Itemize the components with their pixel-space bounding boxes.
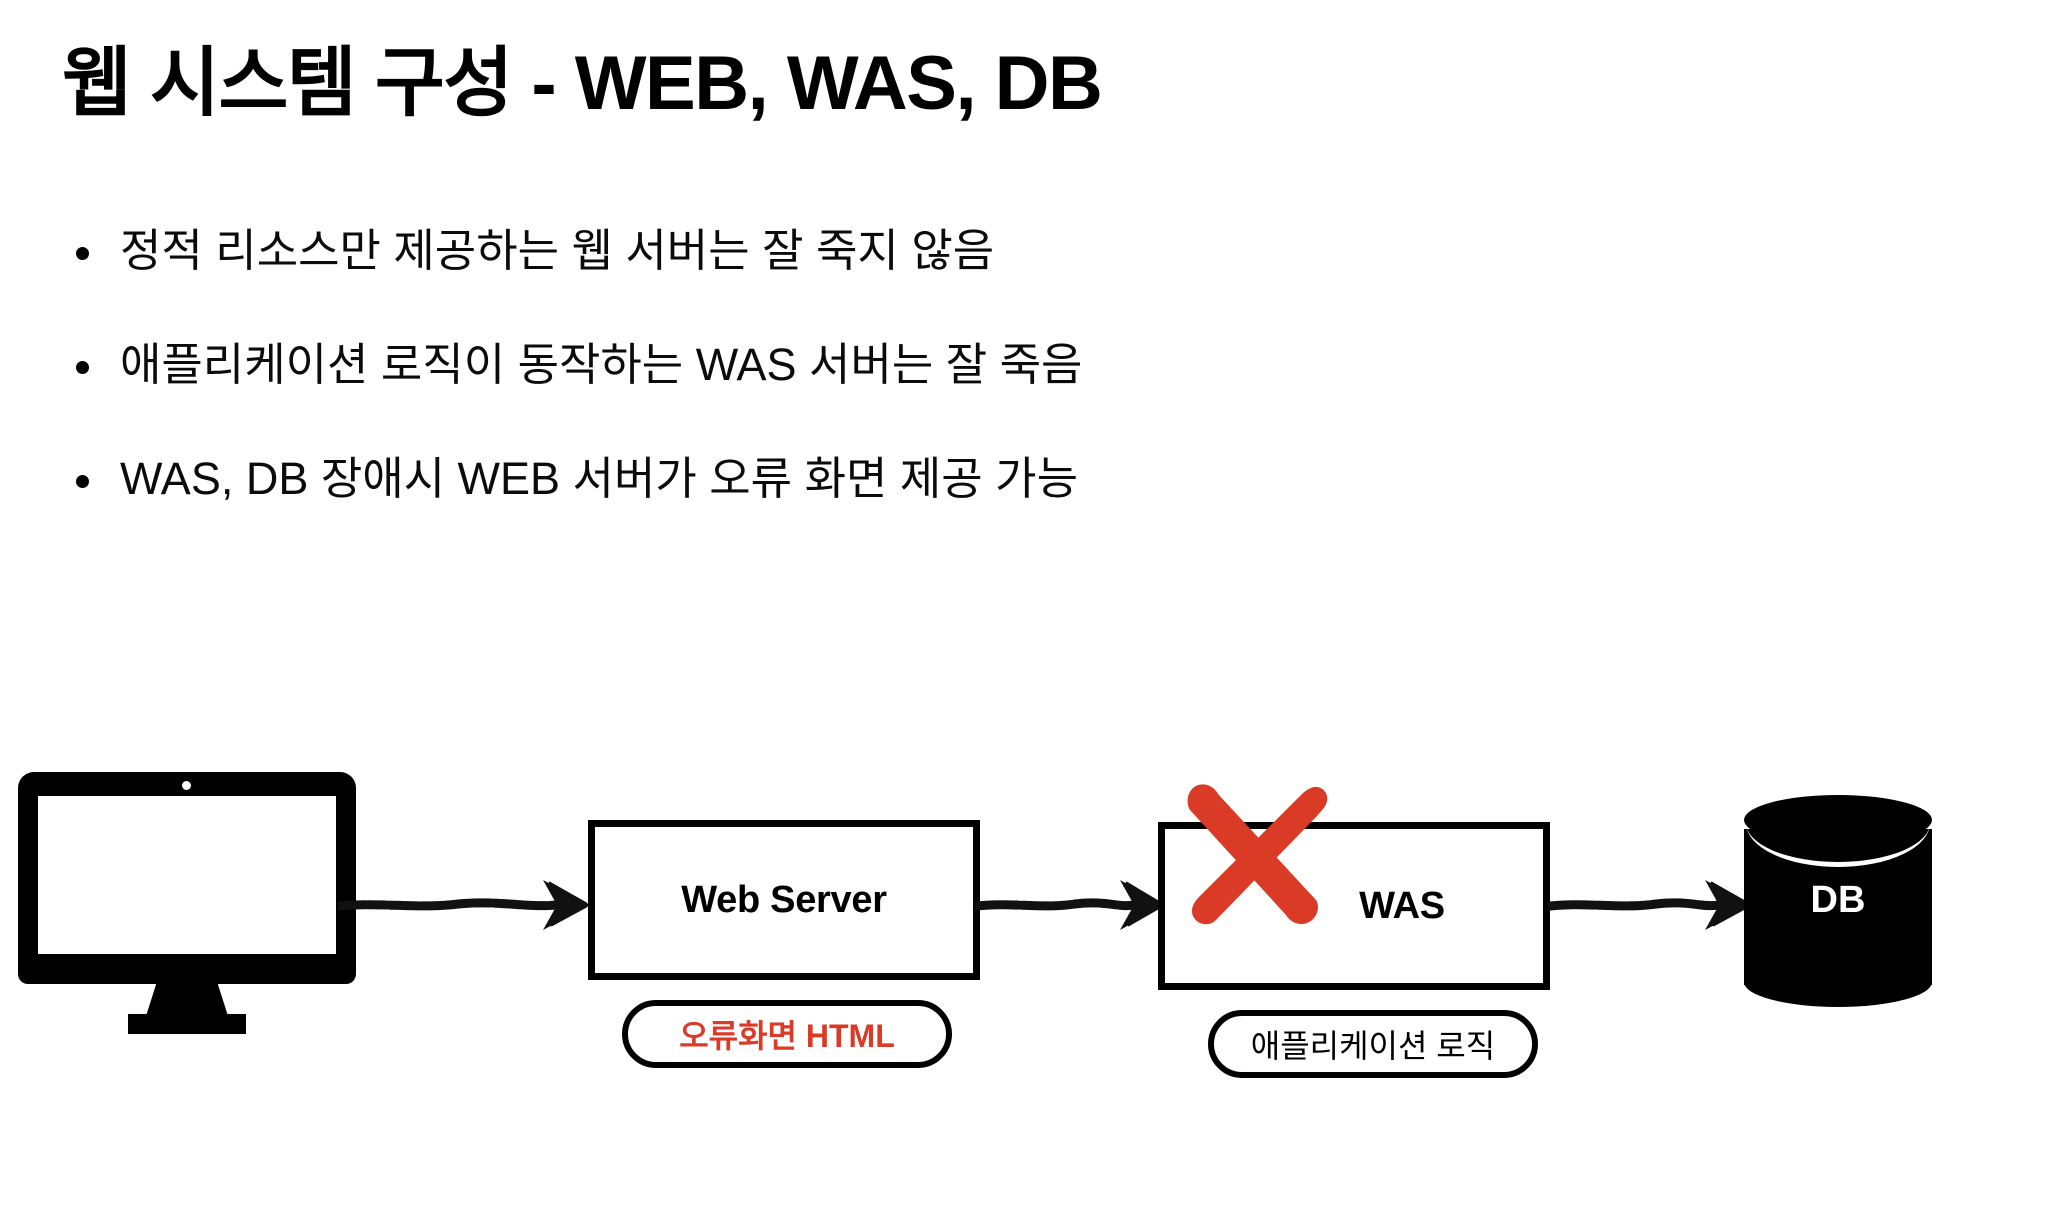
list-item: 정적 리소스만 제공하는 웹 서버는 잘 죽지 않음 xyxy=(62,225,1562,277)
node-db[interactable]: DB xyxy=(1744,795,1932,1007)
list-item-text: 애플리케이션 로직이 동작하는 WAS 서버는 잘 죽음 xyxy=(120,338,1083,390)
arrow-client-to-web-server xyxy=(338,880,590,930)
web-server-caption-chip: 오류화면 HTML xyxy=(622,1000,952,1068)
monitor-screen xyxy=(38,796,336,954)
monitor-camera-dot-icon xyxy=(182,781,191,790)
web-server-caption-text: 오류화면 HTML xyxy=(679,1018,895,1054)
node-db-label: DB xyxy=(1810,879,1866,921)
arrow-web-server-to-was xyxy=(975,880,1165,930)
bullet-dot-icon xyxy=(76,474,89,488)
monitor-stand-neck xyxy=(146,980,228,1016)
was-caption-text: 애플리케이션 로직 xyxy=(1250,1028,1496,1064)
arrow-was-to-db xyxy=(1548,880,1752,930)
page-title: 웹 시스템 구성 - WEB, WAS, DB xyxy=(62,41,1103,126)
db-cylinder-rim xyxy=(1746,823,1930,867)
bullet-list: 정적 리소스만 제공하는 웹 서버는 잘 죽지 않음 애플리케이션 로직이 동작… xyxy=(62,225,1562,566)
node-web-server-label: Web Server xyxy=(681,878,887,921)
list-item: 애플리케이션 로직이 동작하는 WAS 서버는 잘 죽음 xyxy=(62,339,1562,391)
list-item-text: WAS, DB 장애시 WEB 서버가 오류 화면 제공 가능 xyxy=(120,452,1078,504)
list-item-text: 정적 리소스만 제공하는 웹 서버는 잘 죽지 않음 xyxy=(120,225,995,276)
bullet-dot-icon xyxy=(76,247,89,260)
node-was[interactable]: WAS xyxy=(1158,822,1550,990)
bullet-dot-icon xyxy=(76,360,89,374)
list-item: WAS, DB 장애시 WEB 서버가 오류 화면 제공 가능 xyxy=(62,453,1562,505)
node-web-server[interactable]: Web Server xyxy=(588,820,980,980)
node-was-label: WAS xyxy=(1359,884,1445,927)
desktop-monitor-icon xyxy=(18,772,356,1034)
was-caption-chip: 애플리케이션 로직 xyxy=(1208,1010,1538,1078)
monitor-stand-base xyxy=(128,1014,246,1034)
